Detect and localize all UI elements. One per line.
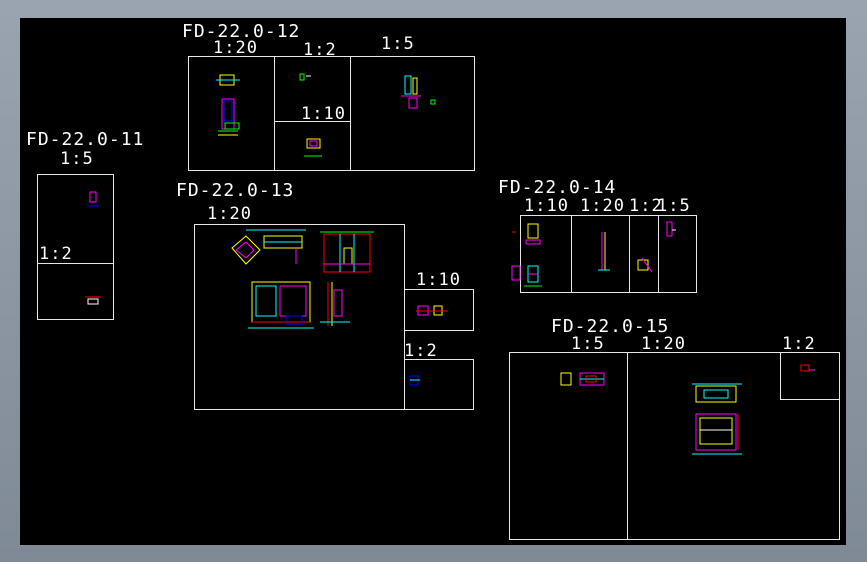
scale-label: 1:5	[60, 149, 94, 169]
drawing-title-fd-22-0-14: FD-22.0-14	[498, 177, 617, 198]
scale-label: 1:5	[571, 334, 605, 354]
detail-drawing[interactable]	[304, 136, 324, 162]
sheet-divider	[274, 56, 275, 171]
sheet-divider	[629, 215, 630, 293]
detail-drawing[interactable]	[558, 370, 610, 390]
sheet-divider	[571, 215, 572, 293]
scale-label: 1:5	[381, 34, 415, 54]
drawing-title-fd-22-0-13: FD-22.0-13	[176, 180, 295, 201]
scale-label: 1:2	[303, 40, 337, 60]
scale-label: 1:2	[782, 334, 816, 354]
scale-label: 1:10	[416, 270, 461, 290]
cad-model-space[interactable]: FD-22.0-12 1:20 1:2 1:5 1:10 FD-22.0-11 …	[20, 18, 846, 545]
sheet-divider	[658, 215, 659, 293]
detail-drawing[interactable]	[216, 73, 242, 141]
sheet-divider	[274, 121, 351, 122]
detail-drawing[interactable]	[636, 256, 656, 276]
detail-drawing[interactable]	[86, 190, 100, 210]
detail-drawing[interactable]	[510, 222, 550, 290]
scale-label: 1:2	[39, 244, 73, 264]
drawing-title-fd-22-0-11: FD-22.0-11	[26, 129, 145, 150]
sheet-divider	[350, 56, 351, 171]
detail-drawing[interactable]	[246, 276, 318, 334]
detail-drawing[interactable]	[320, 230, 376, 276]
sheet-divider	[627, 352, 628, 540]
scale-label: 1:2	[629, 196, 663, 216]
sheet-fd-22-0-13-detail-1-2[interactable]	[404, 359, 474, 410]
sheet-fd-22-0-11[interactable]	[37, 174, 114, 320]
scale-label: 1:20	[207, 204, 252, 224]
detail-drawing[interactable]	[664, 220, 678, 240]
drawing-title-fd-22-0-12: FD-22.0-12	[182, 21, 301, 42]
scale-label: 1:10	[524, 196, 569, 216]
detail-drawing[interactable]	[798, 362, 818, 376]
detail-drawing[interactable]	[298, 72, 312, 82]
scale-label: 1:20	[641, 334, 686, 354]
sheet-divider	[37, 263, 114, 264]
detail-drawing[interactable]	[82, 294, 104, 310]
sheet-fd-22-0-15[interactable]	[509, 352, 840, 540]
drawing-title-fd-22-0-15: FD-22.0-15	[551, 316, 670, 337]
sheet-fd-22-0-14[interactable]	[520, 215, 697, 293]
scale-label: 1:2	[404, 341, 438, 361]
scale-label: 1:10	[301, 104, 346, 124]
detail-drawing[interactable]	[226, 228, 308, 272]
scale-label: 1:20	[580, 196, 625, 216]
detail-drawing[interactable]	[690, 380, 746, 464]
detail-drawing[interactable]	[596, 230, 612, 274]
detail-drawing[interactable]	[408, 374, 422, 388]
scale-label: 1:20	[213, 38, 258, 58]
detail-drawing[interactable]	[416, 303, 450, 319]
sheet-fd-22-0-15-detail-1-2[interactable]	[780, 352, 840, 400]
sheet-fd-22-0-13-detail-1-10[interactable]	[404, 289, 474, 331]
detail-drawing[interactable]	[399, 74, 439, 112]
scale-label: 1:5	[657, 196, 691, 216]
sheet-fd-22-0-12[interactable]	[188, 56, 475, 171]
detail-drawing[interactable]	[320, 280, 354, 330]
